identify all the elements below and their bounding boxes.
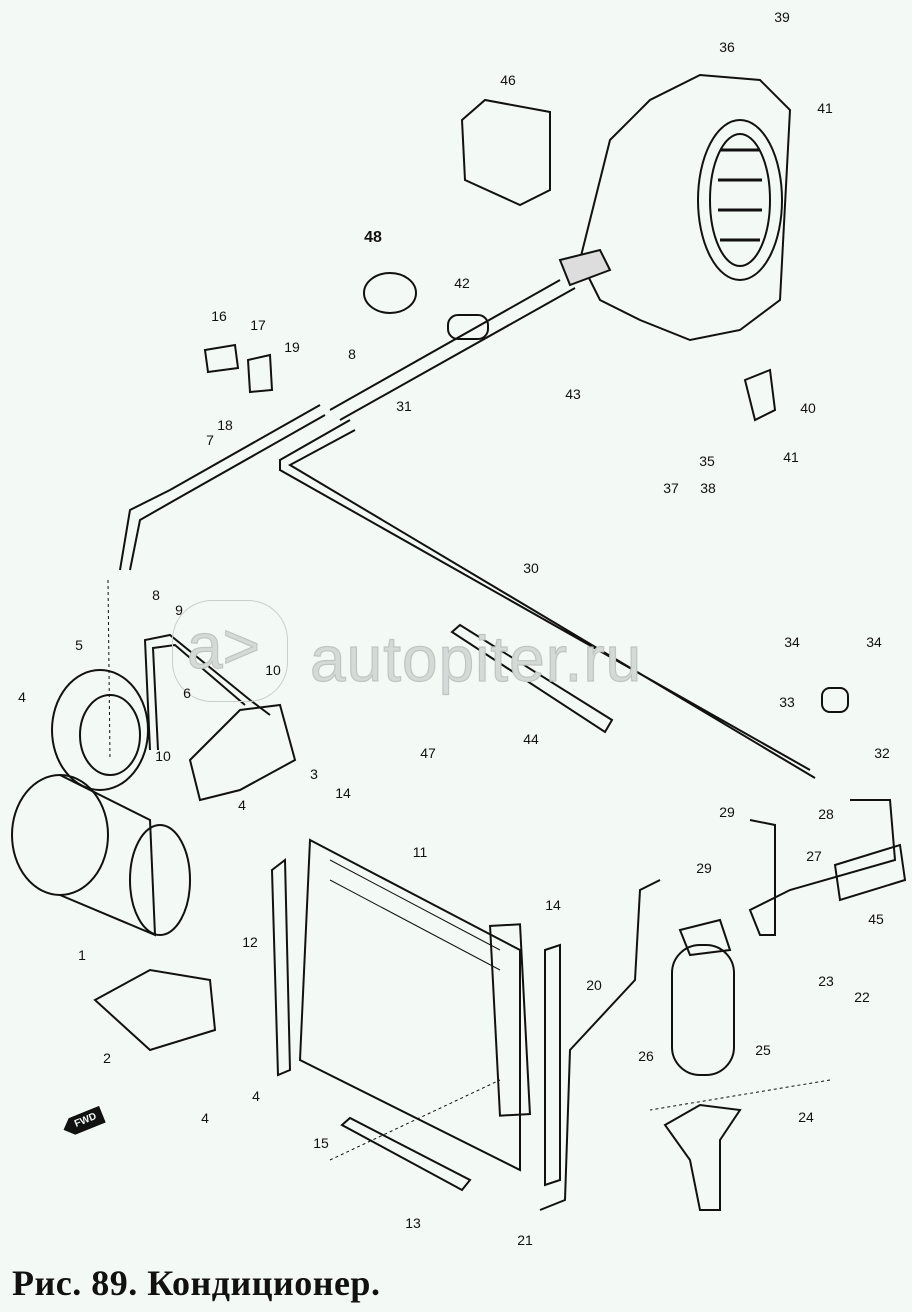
watermark: autopiter.ru [309,622,643,695]
callout-label: 17 [250,317,266,333]
clamp-40 [743,368,777,422]
callout-label: 4 [238,797,246,813]
callout-label: 34 [866,634,882,650]
callout-label: 13 [405,1215,421,1231]
seal-strip-12 [270,858,292,1077]
compressor-bracket [188,703,297,802]
callout-label: 47 [420,745,436,761]
callout-label: 42 [454,275,470,291]
callout-label: 41 [783,449,799,465]
callout-label: 4 [18,689,26,705]
callout-label: 31 [396,398,412,414]
callout-label: 8 [348,346,356,362]
callout-label: 22 [854,989,870,1005]
callout-label: 7 [206,432,214,448]
drier-bracket [663,1103,742,1211]
callout-label: 39 [774,9,790,25]
callout-label: 36 [719,39,735,55]
callout-label: 1 [78,947,86,963]
callout-label: 20 [586,977,602,993]
callout-label: 24 [798,1109,814,1125]
callout-label: 37 [663,480,679,496]
callout-label: 27 [806,848,822,864]
callout-label: 15 [313,1135,329,1151]
callout-label: 28 [818,806,834,822]
callout-label: 3 [310,766,318,782]
pipe-27 [748,799,897,936]
callout-label: 43 [565,386,581,402]
clamp-17 [246,353,274,394]
seal-strip-13 [340,1116,472,1192]
callout-label: 48 [364,229,382,246]
callout-label: 30 [523,560,539,576]
callout-label: 8 [152,587,160,603]
callout-label: 29 [696,860,712,876]
callout-label: 4 [201,1110,209,1126]
callout-label: 21 [517,1232,533,1248]
callout-label: 10 [155,748,171,764]
callout-label: 5 [75,637,83,653]
callout-label: 11 [412,844,428,860]
watermark-logo-text: a> [186,609,260,682]
pipe-clamp [447,314,489,340]
callout-label: 45 [868,911,884,927]
suction-pipe [329,279,576,421]
callout-label: 41 [817,100,833,116]
callout-label: 4 [252,1088,260,1104]
condenser [298,838,532,1172]
callout-label: 46 [500,72,516,88]
control-unit [460,98,551,207]
seal-strip-45 [833,843,907,902]
discharge-hose [119,404,326,571]
evaporator-unit [558,73,792,342]
callout-label: 40 [800,400,816,416]
callout-label: 23 [818,973,834,989]
callout-label: 34 [784,634,800,650]
clamp-33 [821,687,849,713]
seal-strip-44 [450,623,614,734]
callout-label: 14 [545,897,561,913]
callout-label: 18 [217,417,233,433]
callout-label: 26 [638,1048,654,1064]
callout-label: 12 [242,934,258,950]
callout-label: 14 [335,785,351,801]
callout-label: 10 [265,662,281,678]
grommet [363,272,417,314]
callout-label: 33 [779,694,795,710]
callout-label: 32 [874,745,890,761]
watermark-logo: a> [172,600,288,702]
callout-label: 6 [183,685,191,701]
liquid-pipe [279,419,816,779]
bracket-16 [203,343,240,374]
callout-label: 44 [523,731,539,747]
figure-caption: Рис. 89. Кондиционер. [12,1263,381,1303]
compressor [11,669,191,937]
receiver-drier [671,918,735,1076]
mounting-bracket [93,968,217,1052]
callout-label: 2 [103,1050,111,1066]
callout-label: 9 [175,602,183,618]
callout-label: 29 [719,804,735,820]
seal-strip-14 [544,943,561,1187]
callout-label: 16 [211,308,227,324]
callout-label: 25 [755,1042,771,1058]
callout-label: 35 [699,453,715,469]
callout-label: 38 [700,480,716,496]
pipe-20 [539,879,661,1211]
callout-label: 19 [284,339,300,355]
